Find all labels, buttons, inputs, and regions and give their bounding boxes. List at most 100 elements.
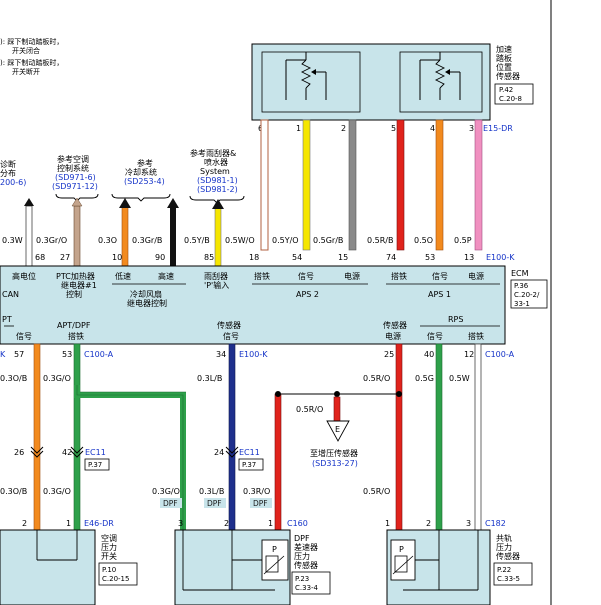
ecm-row1: PTC加热器 [56, 271, 95, 281]
wire-label: 0.5O [414, 236, 433, 245]
sensor-pin: 1 [296, 124, 301, 133]
boost-code: (SD313-27) [312, 459, 358, 468]
ecm-row2b: 控制 [66, 289, 82, 299]
ref-rain-code: (SD981-2) [197, 185, 238, 194]
sensor-name-line: 传感器 [496, 71, 520, 81]
ecm-pin-bottom: 57 [14, 350, 24, 359]
comp-dpf-line: 传感器 [294, 560, 318, 570]
bottom-connector: E46-DR [84, 519, 114, 528]
bottom-connector: C182 [485, 519, 506, 528]
wire-label: 0.5R/O [363, 374, 390, 383]
legend: ): 踩下制动踏板时， 开关闭合 ): 踩下制动踏板时， 开关断开 [0, 37, 63, 76]
ecm-pin-bottom: 40 [424, 350, 434, 359]
ref-ac-line: 参考空调 [57, 154, 89, 164]
ecm-row1: 搭铁 [391, 271, 407, 281]
legend-line-4: 开关断开 [12, 67, 40, 76]
comp-dpf-line: 压力 [294, 551, 310, 561]
bottom-pin: 2 [224, 519, 229, 528]
ecm-pin-top: 90 [155, 253, 165, 262]
dpf-sensor-icon [263, 555, 285, 575]
wire-white-top [260, 119, 269, 251]
ecm-row1: 电源 [344, 271, 360, 281]
ecm-pin-top: 15 [338, 253, 348, 262]
ecm-row2: 继电器#1 [61, 280, 97, 290]
ecm-pin-top: 85 [204, 253, 214, 262]
ec11-pin: 42 [62, 448, 72, 457]
ecm-ref: 33-1 [514, 300, 530, 308]
bottom-pin: 1 [66, 519, 71, 528]
comp-dpf-ref: C.33-4 [295, 584, 319, 592]
sensor-name-line: 踏板 [496, 53, 512, 63]
ecm-pin-bottom: 25 [384, 350, 394, 359]
legend-line-2: 开关闭合 [12, 46, 40, 55]
ref-diag-line: 分布 [0, 168, 16, 178]
ecm-row1: 低速 [115, 271, 131, 281]
ecm-connector-bottom: K [0, 350, 6, 359]
ref-rain-line: 喷水器 [204, 157, 228, 167]
ecm-row2: 'P'输入 [204, 280, 229, 290]
ecm-row1: 高电位 [12, 271, 36, 281]
top-wires: 68 27 10 90 85 18 54 15 74 53 13 E100-K … [2, 119, 515, 267]
accelerator-pedal-sensor: 加速 踏板 位置 传感器 P.42 C.20-8 E15-DR 6 1 2 5 … [251, 43, 534, 133]
ec11-pin: 26 [14, 448, 24, 457]
ecm-bottom-label: 电源 [385, 331, 401, 341]
ecm-ref-box [510, 279, 548, 309]
ecm-row1: 信号 [432, 271, 448, 281]
wire-label: 0.3O/B [0, 374, 27, 383]
sensor-pin: 3 [469, 124, 474, 133]
ecm-module: 高电位 PTC加热器 低速 高速 雨刮器 搭铁 信号 电源 搭铁 信号 电源 C… [0, 265, 548, 345]
wire-label: 0.3Gr/B [132, 236, 162, 245]
comp-ac-line: 压力 [101, 542, 117, 552]
rail-symbol: P [399, 545, 404, 554]
ecm-bottom-label: 信号 [427, 331, 443, 341]
wire-label: 0.3W [2, 236, 23, 245]
wire-label: 0.3G/O [152, 487, 180, 496]
ecm-bottom-label: 搭铁 [468, 331, 484, 341]
ref-rain-line: 参考雨刮器& [190, 148, 236, 158]
wire-label: 0.5W/O [225, 236, 255, 245]
comp-ac-line: 开关 [101, 551, 117, 561]
comp-rail-ref: P.22 [497, 566, 511, 574]
ecm-ref: C.20-2/ [514, 291, 540, 299]
ref-rain-code: (SD981-1) [197, 176, 238, 185]
bottom-pin: 2 [426, 519, 431, 528]
wire-label: 0.3R/O [243, 487, 270, 496]
ecm-row1: 搭铁 [254, 271, 270, 281]
comp-dpf-line: DPF [294, 534, 310, 543]
ecm-pin-bottom: 34 [216, 350, 226, 359]
ecm-pin-top: 74 [386, 253, 396, 262]
wire-label: 0.3G/O [43, 487, 71, 496]
ecm-row2: APS 1 [428, 290, 451, 299]
sensor-connector: E15-DR [483, 124, 513, 133]
wire-label: 0.3O/B [0, 487, 27, 496]
ecm-pin-top: 68 [35, 253, 45, 262]
ec11-connector: EC11 [85, 448, 106, 457]
ecm-pin-top: 10 [112, 253, 122, 262]
comp-ac-line: 空调 [101, 533, 117, 543]
wire-label: 0.3Gr/O [36, 236, 67, 245]
wire-label: 0.5P [454, 236, 472, 245]
ecm-row1: 信号 [298, 271, 314, 281]
ecm-name: ECM [511, 269, 529, 278]
legend-line-3: ): 踩下制动踏板时， [0, 58, 63, 67]
ecm-group: 传感器 [383, 320, 407, 330]
splice-label: 0.5R/O [296, 405, 323, 414]
wire-label: 0.5Y/O [272, 236, 299, 245]
ecm-row1: 电源 [468, 271, 484, 281]
potentiometer-1-icon [300, 59, 312, 89]
rail-sensor-icon [392, 555, 414, 575]
bottom-pin: 3 [178, 519, 183, 528]
potentiometer-2-icon [434, 59, 446, 89]
ecm-row1: 高速 [158, 271, 174, 281]
ref-cool-line: 冷却系统 [125, 167, 157, 177]
wire-label: 0.5R/O [363, 487, 390, 496]
ecm-row2: CAN [2, 290, 19, 299]
comp-rail-ref: C.33-5 [497, 575, 520, 583]
wire-label: 0.5G [415, 374, 434, 383]
ref-diag-line: 200-6) [0, 178, 26, 187]
ecm-connector-bottom: E100-K [239, 350, 268, 359]
comp-ac-ref: C.20-15 [102, 575, 129, 583]
comp-rail-line: 压力 [496, 542, 512, 552]
ecm-pin-top: 53 [425, 253, 435, 262]
